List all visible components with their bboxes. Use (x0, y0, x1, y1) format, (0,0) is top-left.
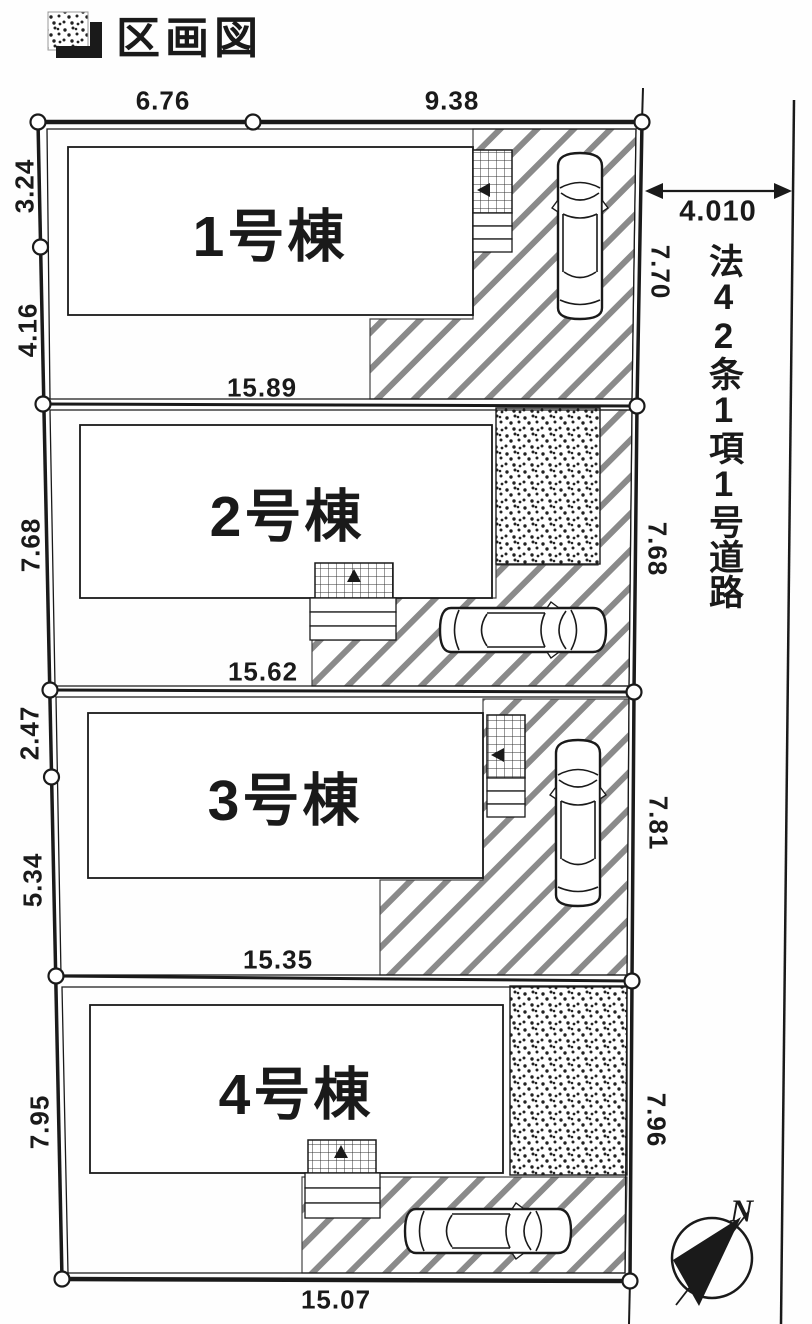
lot-2-garden-stipple (495, 407, 601, 565)
survey-point (53, 1270, 71, 1288)
lot-3-bottom-dim: 15.35 (242, 944, 314, 975)
lot-1-stairs (472, 149, 513, 253)
survey-point (41, 681, 59, 699)
lot-4-right-dim: 7.96 (641, 1092, 672, 1148)
road-width-dim: 4.010 (679, 195, 757, 228)
car-icon-lot-2 (438, 600, 608, 660)
lot-4-bottom-dim: 15.07 (300, 1284, 372, 1315)
lot-4-building (89, 1004, 504, 1174)
lot-1-outline (46, 128, 637, 400)
lot-1-right-dim: 7.70 (645, 244, 676, 300)
lot-1-entry-arrow-icon (477, 183, 490, 197)
page-title: 区画図 (116, 14, 263, 63)
road-far-edge (779, 99, 796, 1324)
survey-point (29, 113, 47, 131)
lot-1-label: 1号棟 (192, 205, 348, 269)
compass-north-label: N (729, 1192, 755, 1229)
lot-4-entry-arrow-icon (334, 1145, 348, 1158)
survey-point (623, 972, 641, 990)
lot-3-stairs (486, 714, 526, 818)
lot-2-label: 2号棟 (209, 485, 365, 549)
boundary-bottom (61, 1276, 631, 1284)
road-name-vertical: 法42条1項1号道路 (704, 243, 743, 609)
lot-3-building (87, 712, 484, 879)
lot-2-entry-arrow-icon (347, 569, 361, 582)
lot-4-garden-stipple (509, 985, 628, 1176)
lot-2-stairs (309, 562, 397, 641)
lot-3-entry-arrow-icon (491, 748, 504, 762)
lot-1-left-dim-0: 3.24 (9, 158, 40, 214)
survey-point (47, 967, 65, 985)
dim-top-right: 9.38 (424, 85, 480, 116)
lot-2-building (79, 424, 493, 599)
north-compass-icon (670, 1210, 754, 1306)
lot-4-stairs (304, 1139, 381, 1219)
title-icon (47, 11, 102, 58)
lot-3-label: 3号棟 (207, 769, 363, 833)
lot-4-outline (61, 986, 628, 1274)
lot-3-left-dim-1: 5.34 (17, 852, 48, 908)
lot-divider-2-3 (49, 688, 635, 694)
boundary-left (36, 121, 64, 1280)
page-header: 区画図 (44, 2, 263, 66)
survey-point (31, 238, 50, 256)
car-icon-lot-1 (550, 151, 610, 321)
lot-2-left-dim-0: 7.68 (15, 517, 46, 573)
lot-4-label: 4号棟 (218, 1063, 374, 1127)
car-icon-lot-3 (548, 738, 608, 908)
lot-1-building (67, 146, 474, 316)
survey-point (625, 683, 643, 701)
lot-1-left-dim-1: 4.16 (12, 302, 43, 358)
survey-point (34, 395, 52, 413)
title-icon-corner (56, 22, 102, 58)
survey-point (621, 1272, 639, 1290)
lot-1-bottom-dim: 15.89 (226, 372, 298, 403)
lot-2-right-dim: 7.68 (642, 521, 673, 577)
survey-points (29, 113, 651, 1290)
car-icon-lot-4 (403, 1201, 573, 1261)
lot-divider-3-4 (55, 974, 633, 983)
lot-3-right-dim: 7.81 (643, 795, 674, 851)
dim-top-left: 6.76 (135, 85, 191, 116)
survey-point (42, 768, 61, 786)
lot-3-left-dim-0: 2.47 (14, 705, 45, 761)
lot-2-bottom-dim: 15.62 (227, 656, 299, 687)
survey-point (244, 113, 262, 131)
lot-4-left-dim-0: 7.95 (24, 1094, 55, 1150)
survey-point (633, 113, 651, 131)
lot-divider-1-2 (42, 402, 638, 408)
road-width-arrow (645, 183, 792, 199)
survey-point (628, 397, 646, 415)
